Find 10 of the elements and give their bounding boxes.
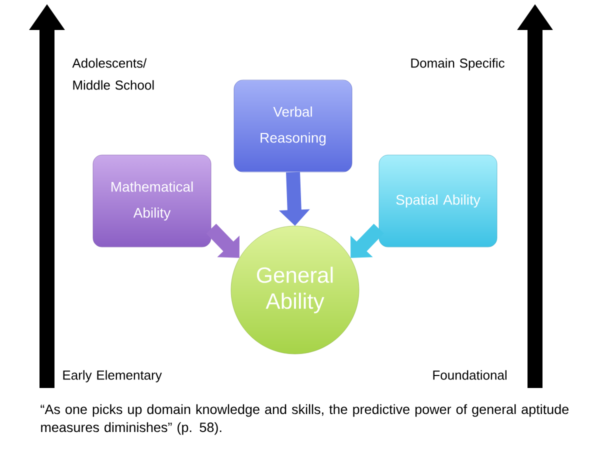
side-label: Domain Specific: [411, 58, 504, 70]
side-label: Early Elementary: [63, 370, 162, 382]
ability-box: Spatial Ability: [378, 154, 498, 248]
ability-box: Mathematical Ability: [92, 154, 212, 248]
block-arrow: [350, 224, 384, 258]
side-label: Foundational: [433, 370, 506, 380]
side-label: Adolescents/ Middle School: [72, 58, 154, 90]
caption: “As one picks up domain knowledge and skills, the predictive power of general aptitude measures diminishes” (p. 58).: [40, 404, 569, 435]
ability-box: Verbal Reasoning: [234, 80, 352, 172]
block-arrow: [206, 224, 240, 258]
